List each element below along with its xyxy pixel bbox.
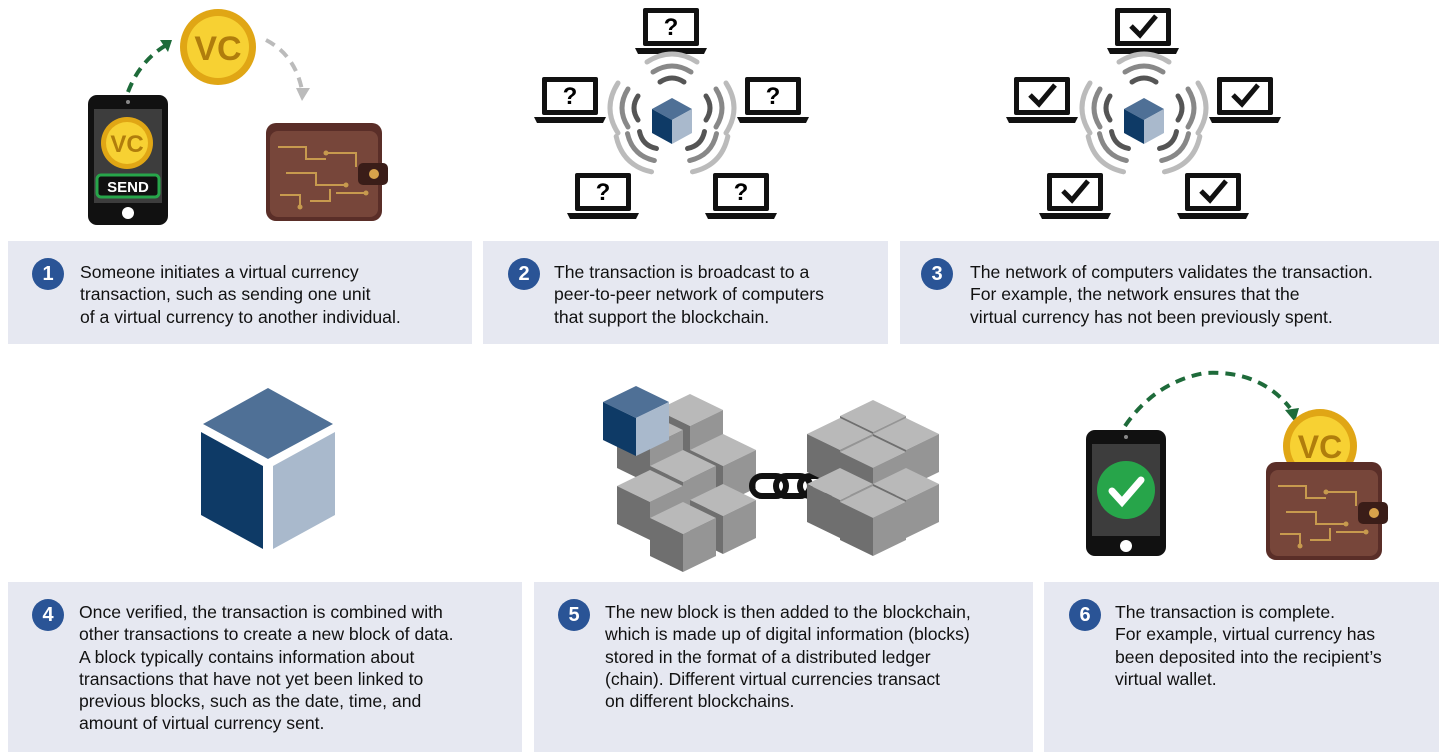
step-4-caption: 4 Once verified, the transaction is comb… xyxy=(8,582,522,752)
laptop-icon: ? xyxy=(534,77,606,123)
step-4-number-badge: 4 xyxy=(32,599,64,631)
laptop-check-icon xyxy=(1107,8,1179,54)
cube-icon xyxy=(652,98,692,144)
svg-text:VC: VC xyxy=(194,30,241,68)
step-5-number-badge: 5 xyxy=(558,599,590,631)
laptop-check-icon xyxy=(1177,173,1249,219)
laptop-icon: ? xyxy=(635,8,707,54)
step-1-number-badge: 1 xyxy=(32,258,64,290)
wallet-icon xyxy=(265,122,389,222)
laptop-check-icon xyxy=(1209,77,1281,123)
step-6-caption: 6 The transaction is complete.For exampl… xyxy=(1044,582,1439,752)
step-2-illustration: ? ? ? ? ? xyxy=(483,0,888,235)
block-cube-icon xyxy=(201,388,335,549)
svg-text:?: ? xyxy=(664,14,679,41)
coin-icon: VC xyxy=(101,117,153,169)
phone-send-icon: VC SEND xyxy=(88,95,168,225)
svg-text:?: ? xyxy=(563,83,578,110)
new-block-icon xyxy=(603,386,669,456)
phone-check-icon xyxy=(1086,430,1166,556)
step-3-description: The network of computers validates the t… xyxy=(970,262,1373,327)
step-5-illustration xyxy=(540,360,1020,575)
send-arrow-icon xyxy=(126,42,170,93)
svg-text:?: ? xyxy=(766,83,781,110)
laptop-icon: ? xyxy=(567,173,639,219)
step-4-description: Once verified, the transaction is combin… xyxy=(79,602,454,734)
svg-text:SEND: SEND xyxy=(107,179,149,196)
svg-text:VC: VC xyxy=(1298,429,1342,465)
svg-text:VC: VC xyxy=(110,131,143,158)
step-4-illustration xyxy=(0,360,520,575)
step-3-number-badge: 3 xyxy=(921,258,953,290)
step-6-number-badge: 6 xyxy=(1069,599,1101,631)
step-5-description: The new block is then added to the block… xyxy=(605,602,971,712)
svg-text:?: ? xyxy=(596,179,611,206)
laptop-check-icon xyxy=(1006,77,1078,123)
step-3-caption: 3 The network of computers validates the… xyxy=(900,241,1439,344)
cube-icon xyxy=(1124,98,1164,144)
svg-text:?: ? xyxy=(734,179,749,206)
coin-icon: VC xyxy=(180,9,256,85)
step-6-illustration: VC xyxy=(1045,360,1445,575)
step-6-description: The transaction is complete.For example,… xyxy=(1115,602,1382,689)
laptop-check-icon xyxy=(1039,173,1111,219)
step-2-number-badge: 2 xyxy=(508,258,540,290)
laptop-icon: ? xyxy=(705,173,777,219)
step-1-illustration: VC SEND VC xyxy=(0,0,480,235)
wallet-icon xyxy=(1265,461,1389,561)
step-5-caption: 5 The new block is then added to the blo… xyxy=(534,582,1033,752)
receive-arrow-icon xyxy=(265,38,304,91)
block-cluster-right-icon xyxy=(807,400,939,556)
step-3-illustration xyxy=(955,0,1360,235)
transfer-arrow-icon xyxy=(1123,370,1292,428)
laptop-icon: ? xyxy=(737,77,809,123)
